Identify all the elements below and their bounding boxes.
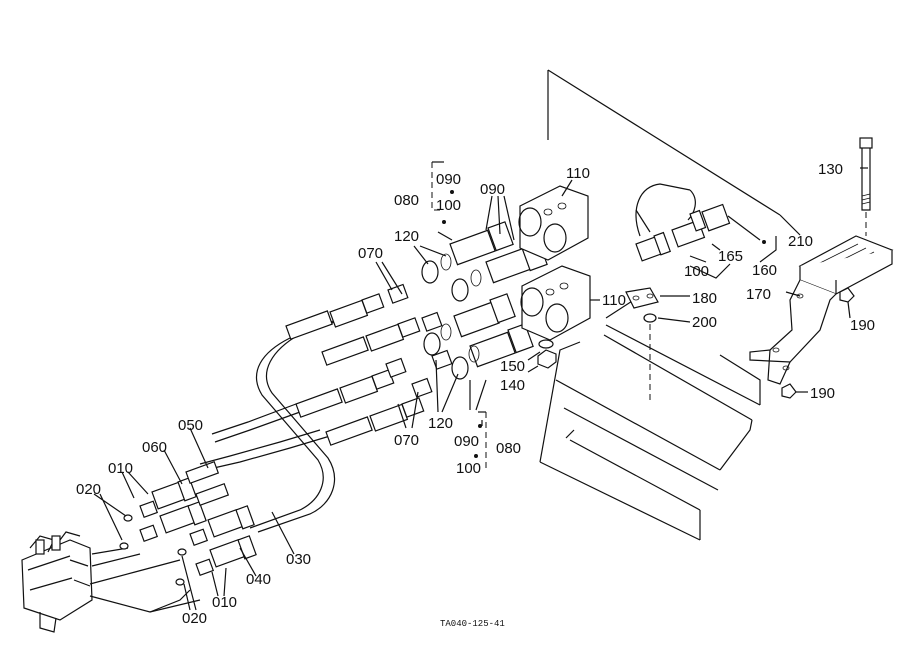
label-070-lower: 070: [394, 432, 419, 449]
label-110-upper: 110: [566, 165, 590, 182]
label-010-upper: 010: [108, 460, 133, 477]
label-010-lower: 010: [212, 594, 237, 611]
label-040: 040: [246, 571, 271, 588]
couplers-080: [421, 221, 548, 380]
control-valve: [21, 531, 93, 633]
label-020-lower: 020: [182, 610, 207, 627]
label-140: 140: [500, 377, 525, 394]
label-080-top: 080: [394, 192, 419, 209]
label-120-lower: 120: [428, 415, 453, 432]
leader-lines: [93, 161, 868, 611]
label-100-bottom: 100: [456, 460, 481, 477]
label-090-top: 090: [436, 171, 461, 188]
label-170: 170: [746, 286, 771, 303]
label-070-upper: 070: [358, 245, 383, 262]
brackets-110: [518, 185, 591, 341]
nuts-140-150: [537, 339, 557, 369]
label-050: 050: [178, 417, 203, 434]
drawing-code: TA040-125-41: [440, 619, 505, 629]
pedal-bracket: [749, 235, 894, 385]
label-130: 130: [818, 161, 843, 178]
label-180: 180: [692, 290, 717, 307]
bolt-130: [859, 137, 873, 236]
small-parts: [625, 287, 855, 400]
valve-lines: [89, 547, 201, 613]
label-110-lower: 110: [602, 292, 626, 309]
label-020-upper: 020: [76, 481, 101, 498]
label-030: 030: [286, 551, 311, 568]
label-080-bottom: 080: [496, 440, 521, 457]
part-labels: 130 110 110 090 080 100 090 120 070 150 …: [76, 161, 875, 629]
label-120-upper: 120: [394, 228, 419, 245]
label-090-upper-right: 090: [480, 181, 505, 198]
switch-160-165: [635, 183, 761, 262]
hose-assemblies: [285, 293, 425, 446]
label-090-bottom: 090: [454, 433, 479, 450]
label-160: 160: [752, 262, 777, 279]
fender-panel: [539, 69, 801, 541]
label-210: 210: [788, 233, 813, 250]
label-100-top: 100: [436, 197, 461, 214]
label-190-lower: 190: [810, 385, 835, 402]
adapters-070: [385, 283, 453, 398]
label-100-switch: 100: [684, 263, 709, 280]
hose-loop: [199, 315, 347, 533]
label-165: 165: [718, 248, 743, 265]
label-150: 150: [500, 358, 525, 375]
label-dots: [442, 190, 766, 458]
label-190-upper: 190: [850, 317, 875, 334]
valve-fittings: [119, 460, 257, 586]
label-060: 060: [142, 439, 167, 456]
label-200: 200: [692, 314, 717, 331]
